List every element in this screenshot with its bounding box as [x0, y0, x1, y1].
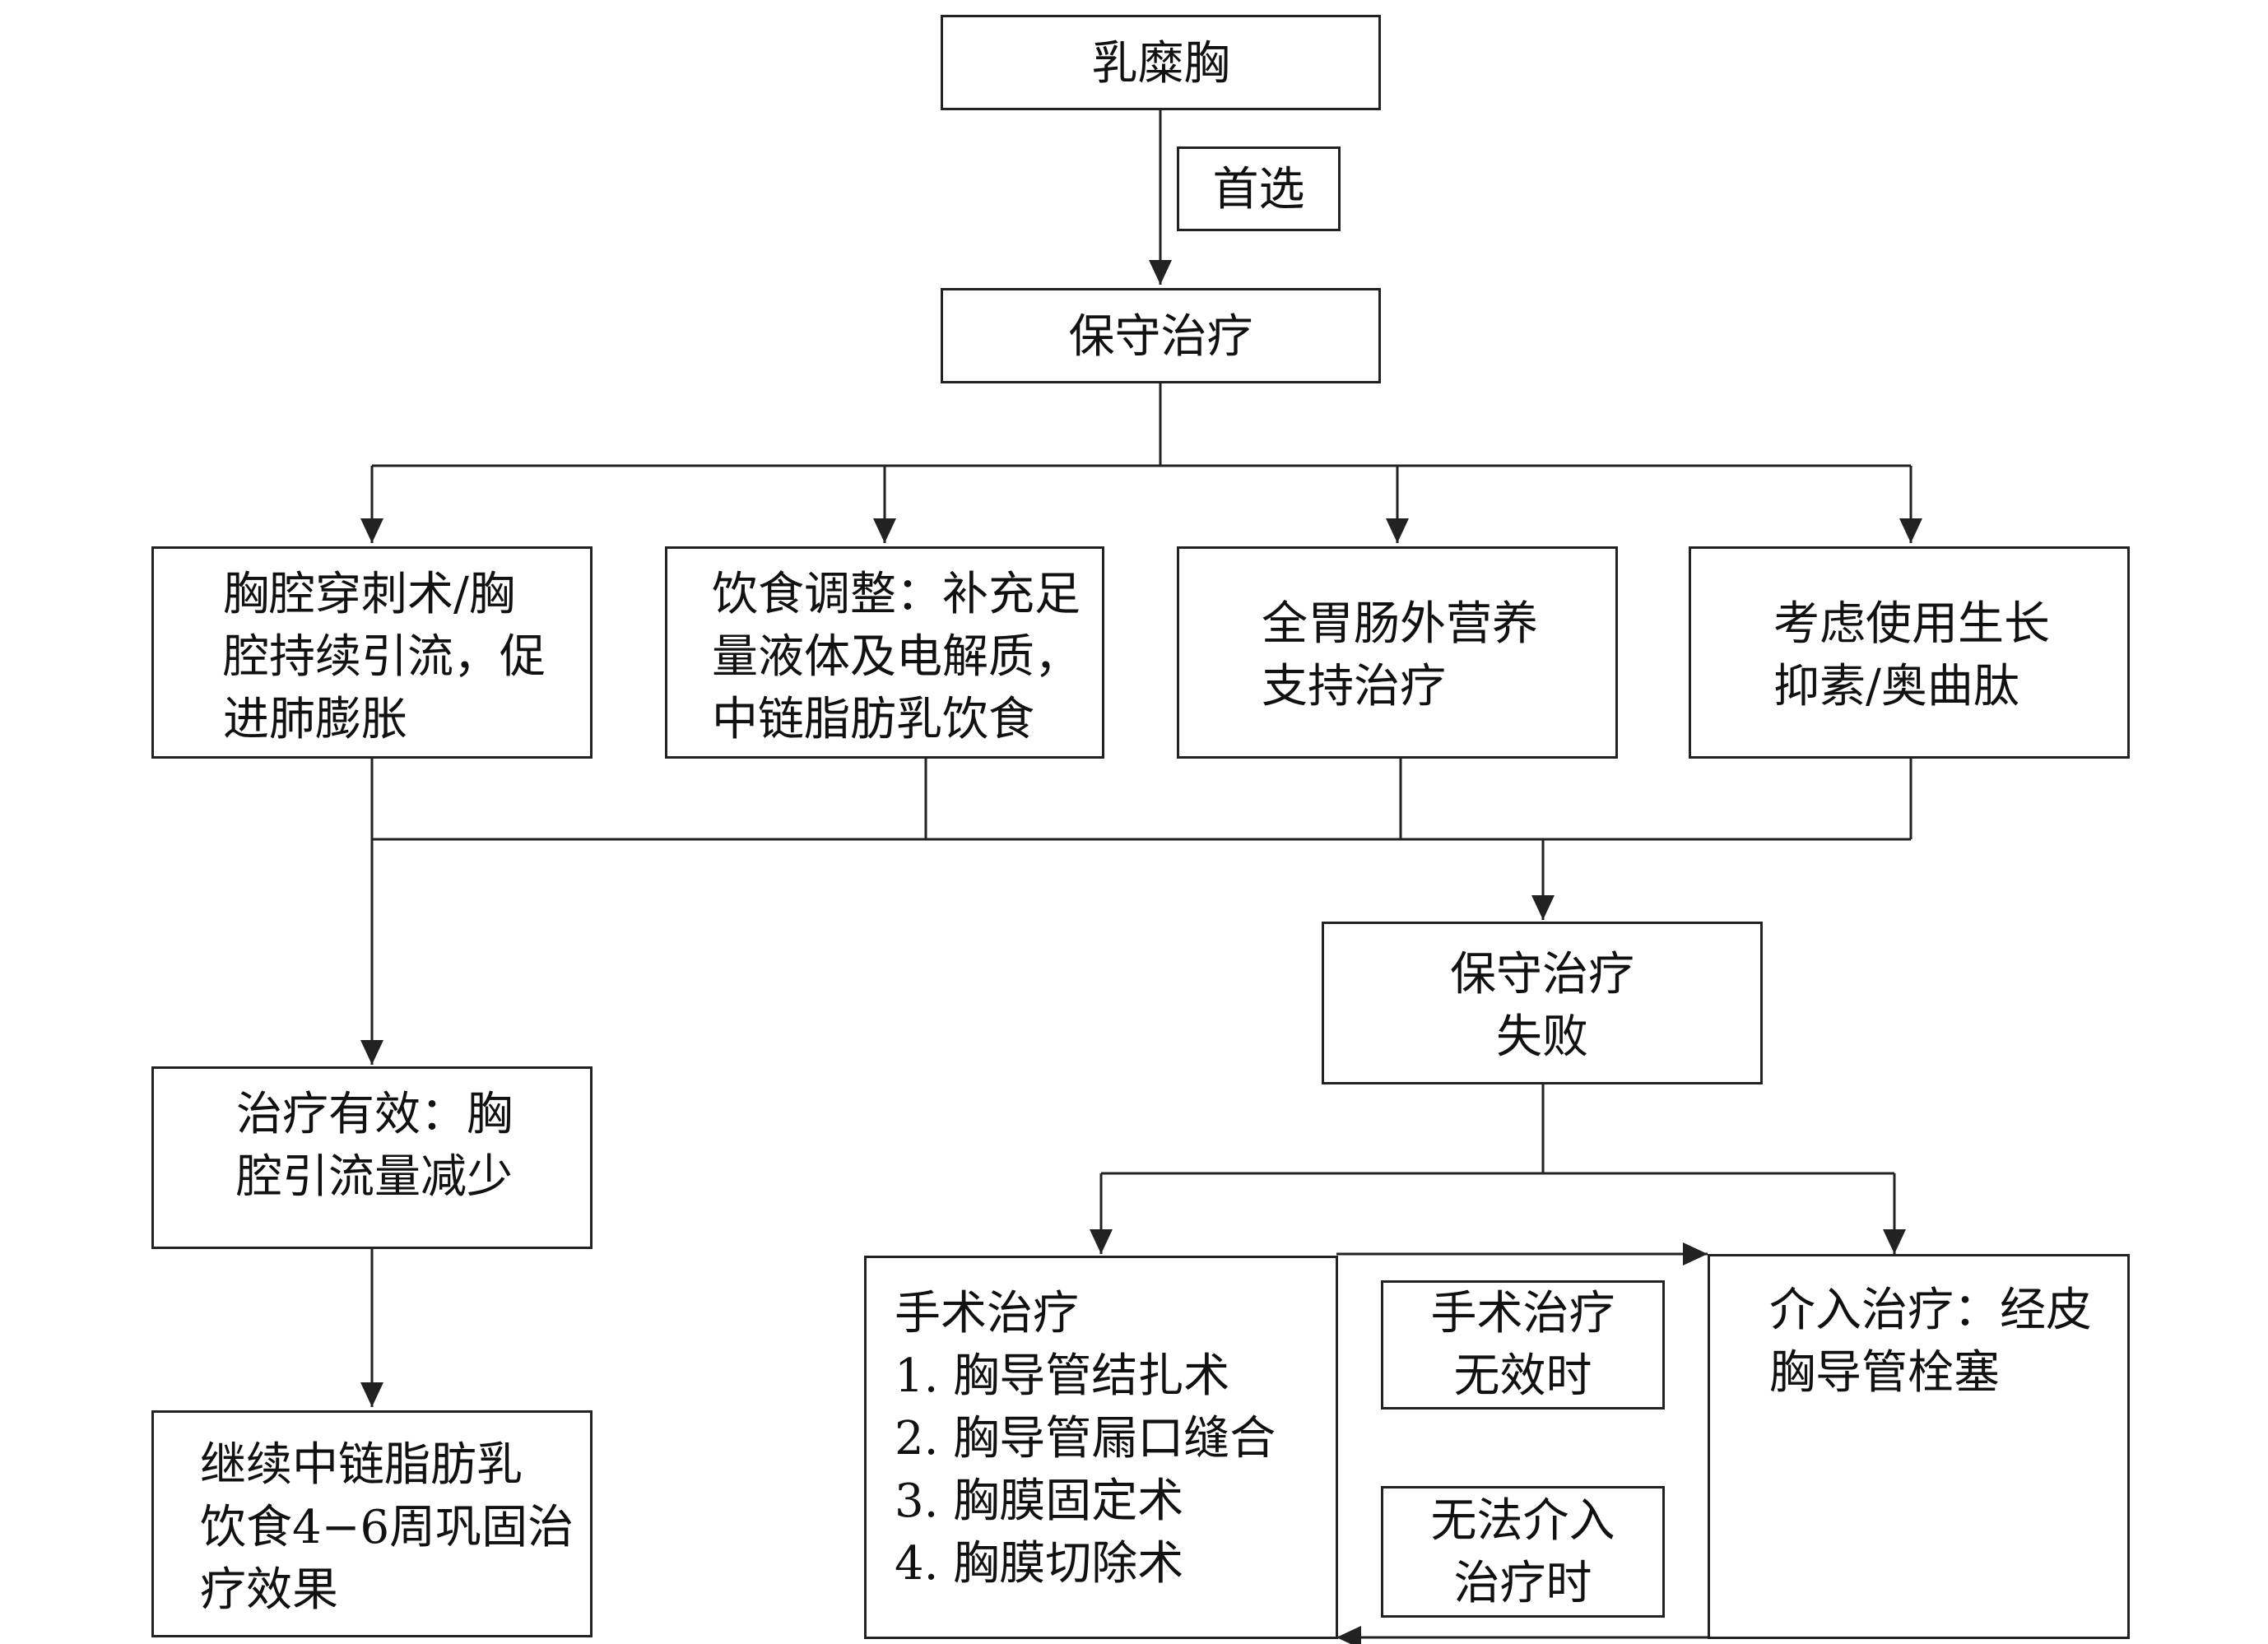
node-line: 介入治疗：经皮 — [1769, 1284, 2092, 1337]
arrowhead — [1336, 1626, 1361, 1644]
node-line: 无法介入 — [1430, 1494, 1615, 1548]
arrowhead — [1683, 1242, 1708, 1266]
label-no-intervention: 无法介入 治疗时 — [1381, 1486, 1665, 1618]
node-line: 疗效果 — [200, 1563, 338, 1617]
node-line: 2. 胸导管屚口缝合 — [895, 1412, 1276, 1465]
node-line: 4. 胸膜切除术 — [895, 1537, 1184, 1591]
node-somatostatin: 考虑使用生长 抑素/奥曲肽 — [1689, 546, 2130, 759]
node-line: 进肺膨胀 — [223, 693, 407, 746]
arrowhead — [360, 1040, 383, 1065]
node-line: 失败 — [1496, 1010, 1588, 1064]
node-conservative-failure: 保守治疗 失败 — [1322, 922, 1763, 1084]
node-label: 首选 — [1212, 163, 1305, 216]
node-line: 中链脂肪乳饮食 — [712, 693, 1034, 746]
node-line: 抑素/奥曲肽 — [1773, 660, 2019, 713]
node-surgical-treatment: 手术治疗 1. 胸导管结扎术 2. 胸导管屚口缝合 3. 胸膜固定术 4. 胸膜… — [864, 1256, 1338, 1639]
node-line: 胸腔穿刺术/胸 — [223, 568, 515, 621]
node-line: 3. 胸膜固定术 — [895, 1474, 1184, 1528]
node-line: 治疗有效：胸 — [236, 1088, 513, 1141]
node-line: 腔持续引流，促 — [223, 630, 546, 684]
node-line: 手术治疗 — [895, 1287, 1079, 1340]
node-thoracic-drainage: 胸腔穿刺术/胸 腔持续引流，促 进肺膨胀 — [151, 546, 593, 759]
arrowhead — [873, 518, 896, 543]
node-treatment-effective: 治疗有效：胸 腔引流量减少 — [151, 1066, 593, 1249]
node-label: 保守治疗 — [1068, 310, 1253, 364]
arrowhead — [1531, 895, 1555, 920]
arrowhead — [360, 1382, 383, 1407]
label-first-choice: 首选 — [1177, 146, 1341, 231]
node-parenteral-nutrition: 全胃肠外营养 支持治疗 — [1177, 546, 1618, 759]
arrowhead — [1899, 518, 1922, 543]
node-line: 支持治疗 — [1262, 660, 1446, 713]
node-label: 乳糜胸 — [1091, 37, 1230, 91]
node-line: 腔引流量减少 — [236, 1150, 513, 1204]
arrowhead — [1883, 1229, 1906, 1254]
node-line: 无效时 — [1453, 1349, 1592, 1403]
arrowhead — [1149, 260, 1172, 285]
node-line: 继续中链脂肪乳 — [200, 1438, 523, 1492]
node-line: 保守治疗 — [1450, 948, 1634, 1001]
arrowhead — [360, 518, 383, 543]
node-continue-diet: 继续中链脂肪乳 饮食4−6周巩固治 疗效果 — [151, 1410, 593, 1637]
node-line: 1. 胸导管结扎术 — [895, 1349, 1230, 1403]
node-line: 饮食4−6周巩固治 — [200, 1501, 574, 1554]
node-line: 全胃肠外营养 — [1262, 597, 1538, 651]
node-line: 考虑使用生长 — [1773, 597, 2050, 651]
node-line: 量液体及电解质， — [712, 630, 1081, 684]
node-diet-adjustment: 饮食调整：补充足 量液体及电解质， 中链脂肪乳饮食 — [665, 546, 1104, 759]
arrowhead — [1090, 1229, 1113, 1254]
node-line: 手术治疗 — [1430, 1287, 1615, 1340]
node-line: 饮食调整：补充足 — [712, 568, 1081, 621]
node-line: 治疗时 — [1453, 1557, 1592, 1610]
node-interventional-treatment: 介入治疗：经皮 胸导管栓塞 — [1708, 1254, 2130, 1639]
node-chylothorax: 乳糜胸 — [941, 15, 1381, 110]
label-surgery-ineffective: 手术治疗 无效时 — [1381, 1280, 1665, 1409]
arrowhead — [1386, 518, 1409, 543]
node-conservative-treatment: 保守治疗 — [941, 288, 1381, 383]
node-line: 胸导管栓塞 — [1769, 1346, 2000, 1400]
